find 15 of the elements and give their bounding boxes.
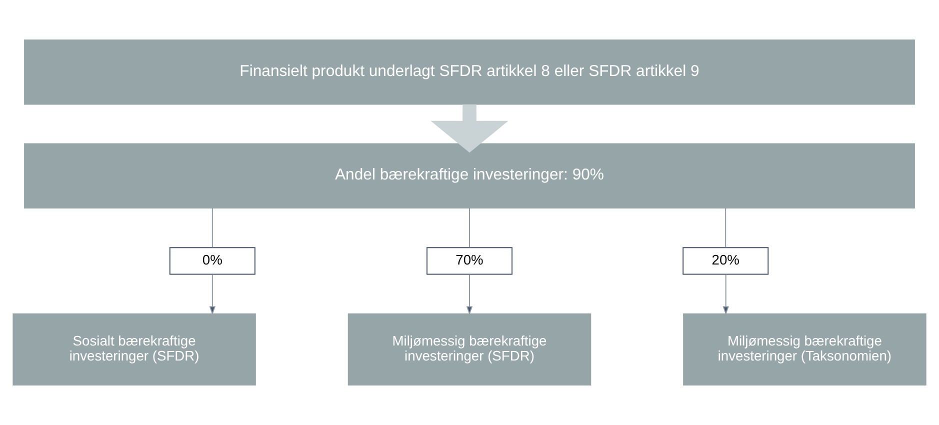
node-box: 20% [682, 247, 769, 275]
node-box: Miljømessig bærekraftige investeringer (Taksonomien) [683, 313, 926, 386]
arrow [722, 274, 729, 316]
connector [212, 208, 213, 248]
arrow [209, 274, 216, 316]
node-box: Miljømessig bærekraftige investeringer (SFDR) [348, 313, 592, 386]
node-box: Sosialt bærekraftige investeringer (SFDR) [12, 313, 256, 386]
connector [725, 208, 726, 248]
node-box: 70% [426, 247, 513, 275]
connector [469, 208, 470, 248]
node-box: Andel bærekraftige investeringer: 90% [24, 143, 915, 209]
node-box: 0% [169, 247, 256, 275]
arrow [430, 104, 508, 153]
arrow [466, 274, 473, 316]
node-box: Finansielt produkt underlagt SFDR artikkel 8 eller SFDR artikkel 9 [24, 39, 915, 105]
